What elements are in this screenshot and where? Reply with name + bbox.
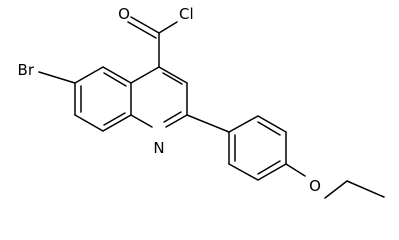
bond-lines xyxy=(38,16,385,199)
bond xyxy=(130,16,160,34)
atom-nitrogen: N xyxy=(153,139,164,157)
atom-bromine: Br xyxy=(18,61,35,79)
bond xyxy=(38,71,76,84)
bond xyxy=(257,160,281,175)
bond xyxy=(228,163,259,181)
bond xyxy=(103,72,127,87)
bond xyxy=(285,163,306,177)
bond xyxy=(158,66,188,84)
bond xyxy=(346,180,385,198)
bond xyxy=(158,21,178,34)
bond xyxy=(130,66,160,84)
bond xyxy=(102,114,132,132)
bond xyxy=(257,163,287,181)
bond xyxy=(74,114,104,132)
atom-oxygen-carbonyl: O xyxy=(118,5,130,23)
bond xyxy=(228,115,259,133)
bond xyxy=(102,66,132,84)
bond xyxy=(257,115,287,133)
bond xyxy=(165,114,188,128)
atom-labels: Br O Cl N O xyxy=(18,5,321,195)
atom-chlorine: Cl xyxy=(179,5,194,23)
bond xyxy=(186,114,230,133)
bond xyxy=(74,66,104,84)
bond xyxy=(103,112,126,126)
bond xyxy=(162,72,183,85)
atom-oxygen-ether: O xyxy=(309,177,321,195)
bond xyxy=(127,21,157,39)
bond xyxy=(163,111,182,123)
bond xyxy=(130,114,153,128)
bond xyxy=(324,180,348,199)
bond xyxy=(257,121,281,136)
chemical-structure-diagram: Br O Cl N O xyxy=(18,5,385,199)
